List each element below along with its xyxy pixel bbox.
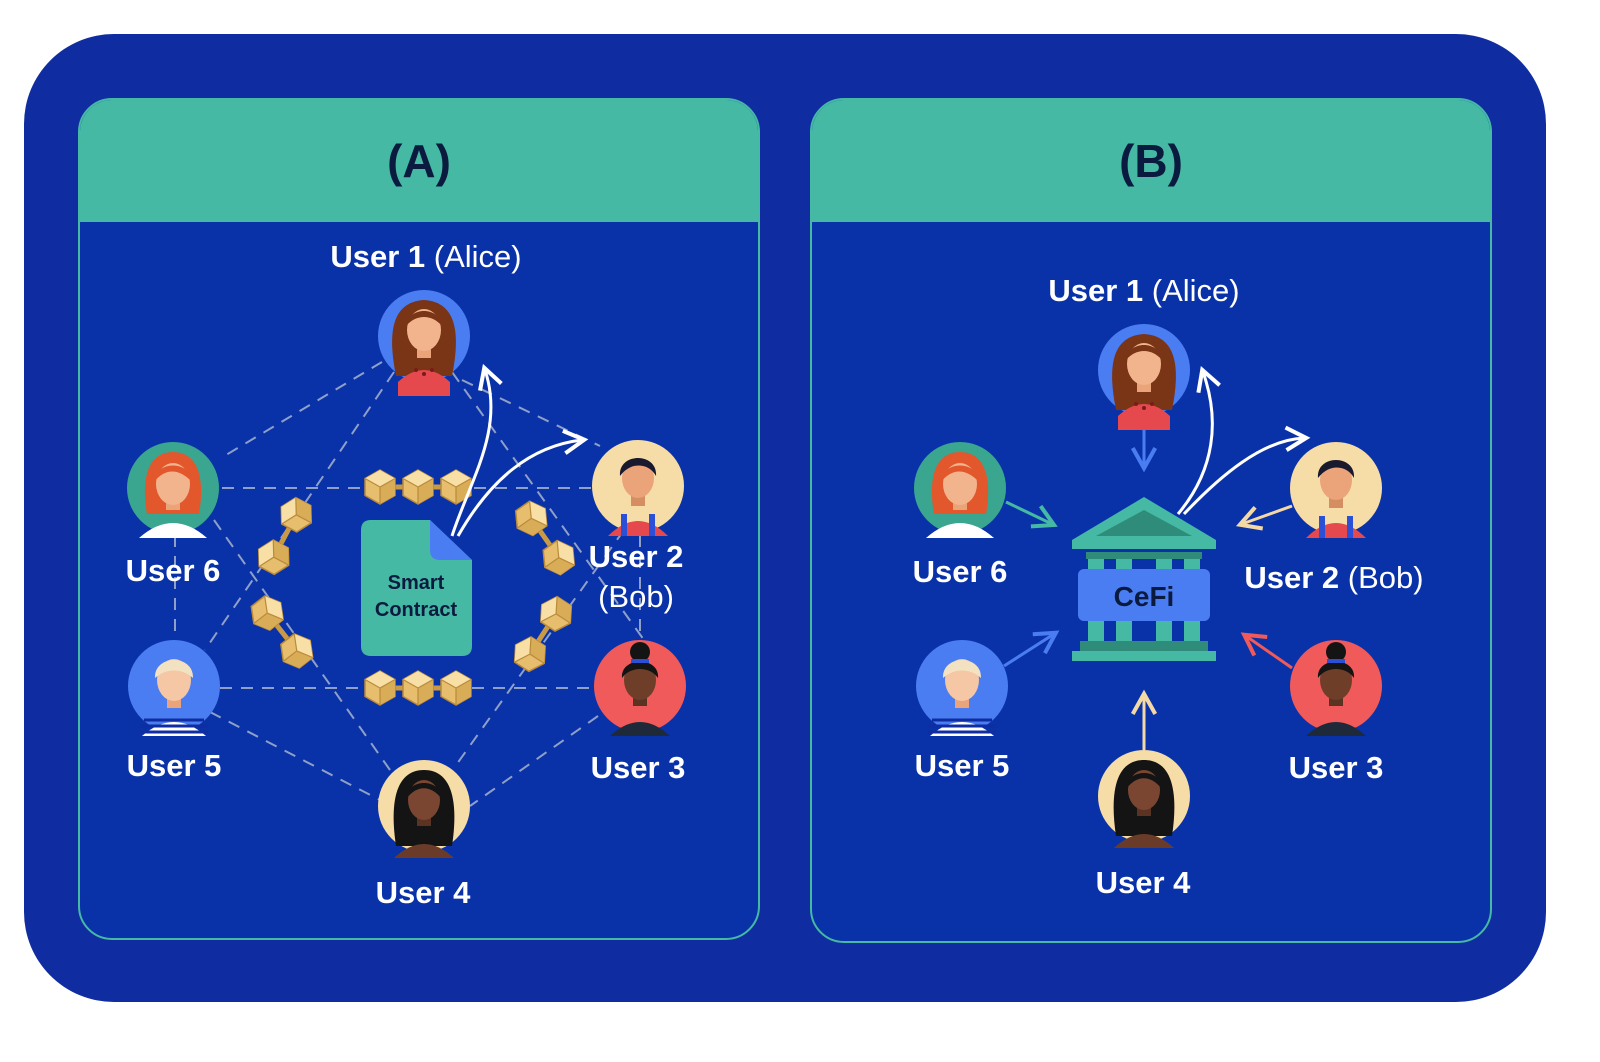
avatar-user3 bbox=[594, 640, 686, 736]
block-chain-lower-right bbox=[508, 592, 579, 676]
smart-contract-document: Smart Contract bbox=[361, 520, 472, 656]
arrow-user3-to-cefi bbox=[1240, 632, 1293, 670]
contract-arrows bbox=[450, 363, 589, 537]
b-avatar-user1-alice bbox=[1098, 324, 1190, 430]
label-user2: User 2 bbox=[589, 539, 684, 574]
arrow-user5-to-cefi bbox=[1003, 630, 1060, 668]
smart-contract-label-line1: Smart bbox=[388, 572, 445, 594]
avatar-user6 bbox=[127, 442, 219, 538]
panel-b-header: (B) bbox=[812, 100, 1490, 222]
b-avatar-user3 bbox=[1290, 640, 1382, 736]
panel-b-title: (B) bbox=[1119, 135, 1183, 187]
cefi-arrows bbox=[1003, 365, 1311, 750]
arrow-user6-to-cefi bbox=[1005, 500, 1058, 529]
label-user1: User 1 (Alice) bbox=[330, 239, 521, 274]
b-label-user4: User 4 bbox=[1096, 865, 1192, 900]
cefi-bank-icon: CeFi bbox=[1072, 497, 1216, 661]
arrow-bob-to-cefi bbox=[1235, 504, 1293, 531]
avatar-user5 bbox=[126, 638, 222, 738]
b-label-user5: User 5 bbox=[915, 748, 1010, 783]
arrow-to-alice bbox=[450, 363, 503, 537]
label-user6: User 6 bbox=[126, 553, 221, 588]
label-user5: User 5 bbox=[127, 748, 222, 783]
b-avatar-user4 bbox=[1098, 750, 1190, 848]
block-chain-bottom bbox=[365, 671, 471, 705]
cefi-label: CeFi bbox=[1114, 581, 1175, 612]
arrow-cefi-to-bob bbox=[1182, 425, 1311, 516]
avatar-user2-bob bbox=[592, 440, 684, 536]
b-avatar-user2-bob bbox=[1290, 442, 1382, 538]
panel-a-header: (A) bbox=[80, 100, 758, 222]
avatar-user1-alice bbox=[378, 290, 470, 396]
block-chain-upper-left bbox=[252, 494, 319, 579]
label-user2-alias: (Bob) bbox=[598, 579, 674, 614]
label-user3: User 3 bbox=[591, 750, 686, 785]
block-chain-lower-left bbox=[245, 591, 320, 673]
arrow-cefi-to-alice bbox=[1176, 365, 1221, 515]
panel-b-network: CeFi User 1 (Alice) User 6 User 2 (Bob) … bbox=[913, 273, 1424, 900]
smart-contract-label-line2: Contract bbox=[375, 599, 458, 621]
b-label-user3: User 3 bbox=[1289, 750, 1384, 785]
b-avatar-user6 bbox=[914, 442, 1006, 538]
avatar-user4 bbox=[378, 760, 470, 858]
b-label-user2: User 2 (Bob) bbox=[1244, 560, 1423, 595]
b-avatar-user5 bbox=[914, 638, 1010, 738]
panel-a-title: (A) bbox=[387, 135, 451, 187]
block-chain-upper-right bbox=[509, 496, 582, 579]
panel-a-network: Smart Contract User 1 (Alice) User 6 Use… bbox=[126, 239, 686, 910]
b-label-user6: User 6 bbox=[913, 554, 1008, 589]
label-user4: User 4 bbox=[376, 875, 472, 910]
arrow-to-bob bbox=[456, 429, 589, 537]
block-chain-top bbox=[365, 470, 471, 504]
b-label-user1: User 1 (Alice) bbox=[1048, 273, 1239, 308]
